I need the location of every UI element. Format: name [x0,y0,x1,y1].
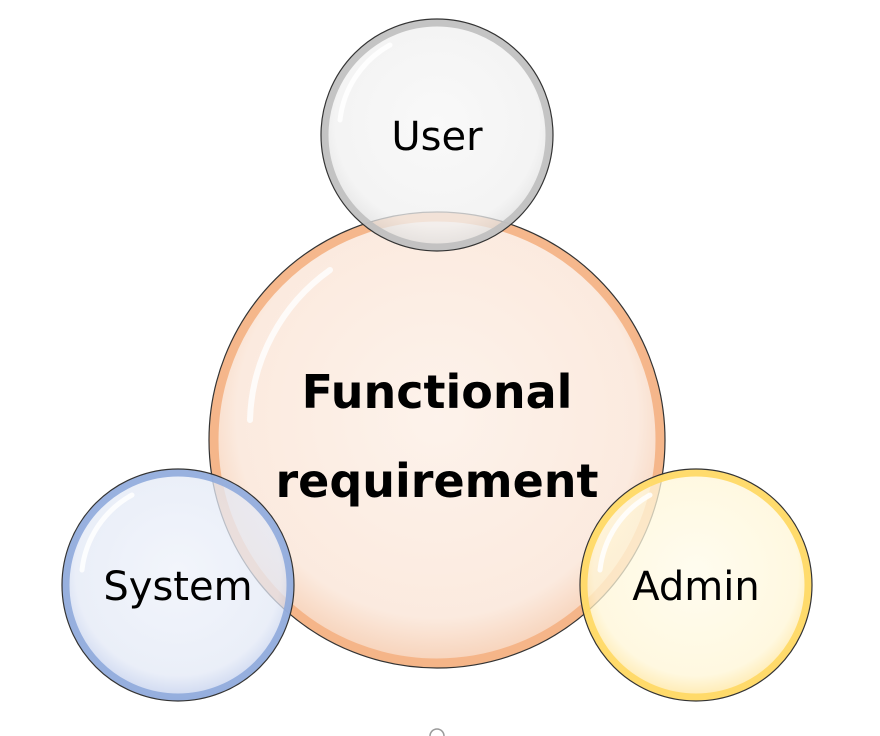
admin-circle [579,468,813,702]
center-label-line1: Functional [302,365,573,419]
user-label: User [391,114,483,160]
system-label: System [103,564,252,610]
admin-label: Admin [632,564,759,610]
center-label-line2: requirement [275,454,598,508]
user-circle [320,18,554,252]
system-circle [61,468,295,702]
resize-handle-icon [429,728,445,736]
